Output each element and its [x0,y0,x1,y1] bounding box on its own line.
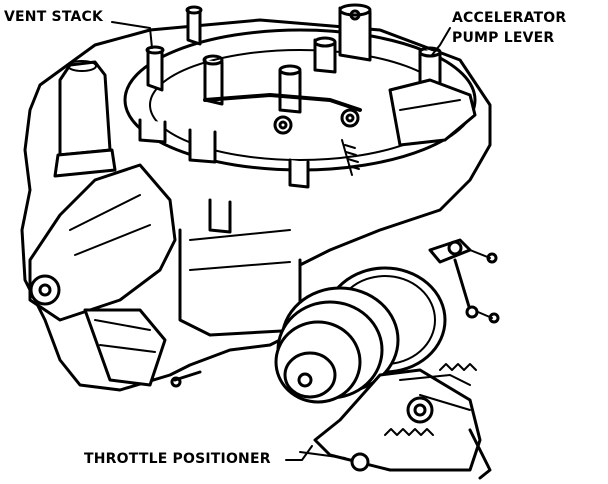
throttle-positioner-label: THROTTLE POSITIONER [84,451,271,467]
lower-bolt [170,370,202,388]
top-fittings [138,3,477,234]
accelerator-label-line1: ACCELERATOR [452,10,567,26]
left-bracket [28,163,177,387]
throttle-linkage-rod [428,238,500,324]
throttle-positioner [274,266,492,480]
leader-lines [111,21,451,461]
vent-stack-label: VENT STACK [4,9,104,25]
accelerator-label-line2: PUMP LEVER [452,30,555,46]
choke-housing [53,60,117,178]
